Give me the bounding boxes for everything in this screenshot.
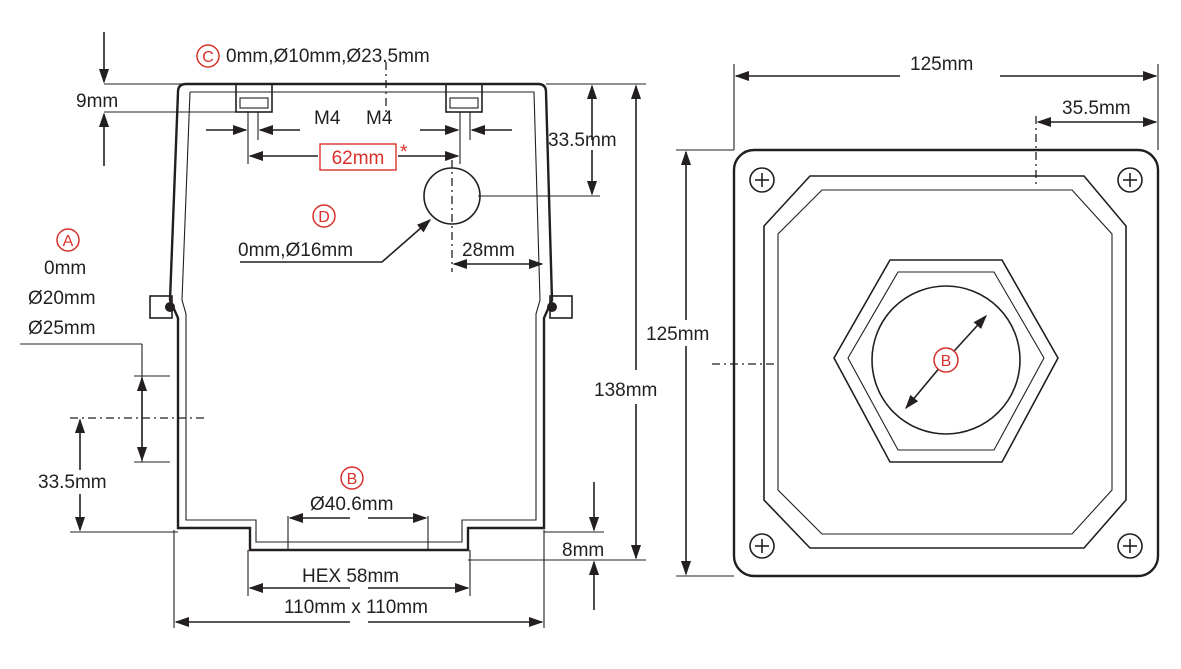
marker-a	[56, 228, 80, 252]
m4-left-label: M4	[314, 108, 341, 129]
top-view-lid-octagon-inner	[777, 189, 1113, 535]
a-spec-line1: 0mm	[44, 258, 86, 279]
left-lug-hole	[165, 302, 175, 312]
marker-b-top-letter: B	[941, 353, 952, 370]
marker-d-letter: D	[318, 209, 330, 226]
a-spec-line2: Ø20mm	[28, 288, 96, 309]
top-view-lid-octagon-outer	[763, 175, 1127, 549]
side-view: 9mm C 0mm,Ø10mm,Ø23.5mm M4 M4 62mm * 33.…	[20, 32, 657, 628]
hex-nut-inner	[847, 271, 1045, 451]
plus-screw-icon	[749, 167, 775, 193]
top-fitting-left	[235, 83, 273, 113]
top-view-outline	[732, 148, 1160, 578]
dim-33-5-right-label: 33.5mm	[548, 130, 617, 151]
hex-label: HEX 58mm	[302, 566, 399, 587]
marker-c-letter: C	[202, 49, 214, 66]
dim-28-label: 28mm	[462, 240, 515, 261]
marker-b-side	[340, 466, 364, 490]
marker-b-side-letter: B	[347, 471, 358, 488]
dim-33-5-left-label: 33.5mm	[38, 472, 107, 493]
enclosure-body-outline	[168, 82, 554, 552]
plus-screw-icon	[749, 533, 775, 559]
d-leader	[240, 219, 432, 263]
top-view: B 125mm 35.5mm	[646, 54, 1160, 578]
dim-8-label: 8mm	[562, 540, 604, 561]
marker-b-top	[933, 347, 959, 373]
enclosure-inner-wall	[181, 91, 541, 543]
right-lug-hole	[547, 302, 557, 312]
a-spec-line3: Ø25mm	[28, 318, 96, 339]
dim-62-label: 62mm	[332, 148, 385, 169]
hex-nut-outer	[833, 259, 1059, 463]
height-label: 125mm	[646, 324, 709, 345]
marker-a-letter: A	[63, 233, 74, 250]
top-fitting-left-inner	[239, 97, 269, 109]
dim-62-asterisk: *	[400, 142, 408, 163]
marker-c	[196, 44, 220, 68]
plus-screw-icon	[1117, 533, 1143, 559]
plus-screw-icon	[1117, 167, 1143, 193]
top-fitting-right	[445, 83, 483, 113]
dim-138-label: 138mm	[594, 380, 657, 401]
base-label: 110mm x 110mm	[284, 597, 428, 618]
m4-right-label: M4	[366, 108, 393, 129]
hex-nut-bore	[871, 285, 1021, 435]
dim-62-box	[319, 143, 397, 171]
top-fitting-spec: 0mm,Ø10mm,Ø23.5mm	[226, 46, 430, 67]
dim-40-6-label: Ø40.6mm	[310, 494, 393, 515]
marker-d	[312, 204, 336, 228]
offset-label: 35.5mm	[1062, 98, 1131, 119]
top-fitting-right-inner	[449, 97, 479, 109]
dim-9mm-label: 9mm	[76, 91, 118, 112]
width-label: 125mm	[910, 54, 973, 75]
d-hole-spec: 0mm,Ø16mm	[238, 240, 353, 261]
